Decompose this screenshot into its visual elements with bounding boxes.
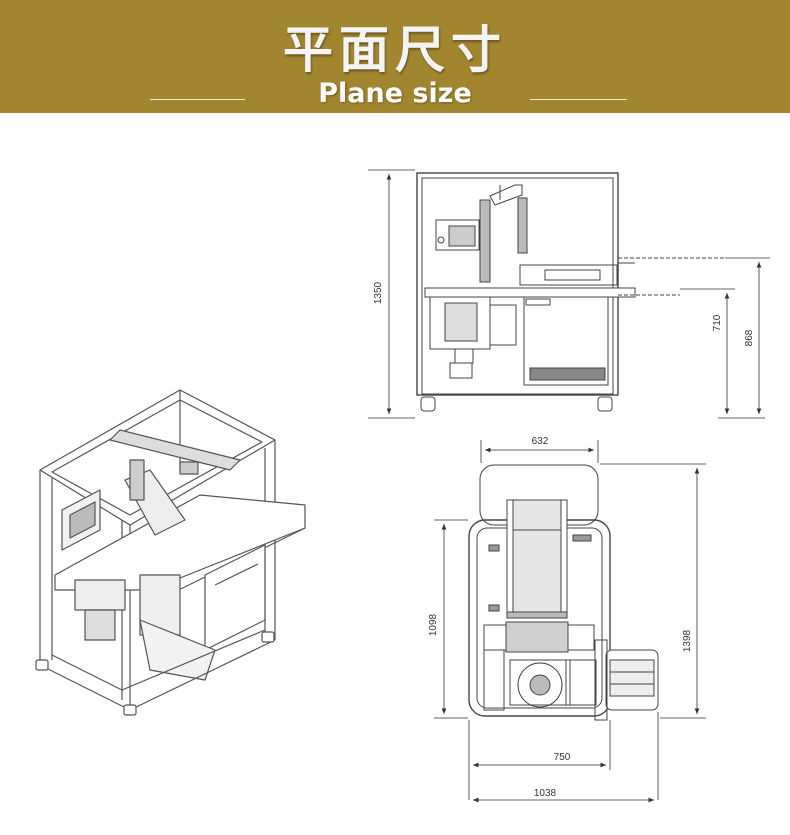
dim-top-frame-width: 750 <box>554 752 571 763</box>
front-view <box>416 172 725 412</box>
dim-top-total-depth: 1398 <box>682 629 693 652</box>
left-deco-line <box>150 99 245 100</box>
dim-front-height: 1350 <box>373 281 384 304</box>
dim-top-depth-frame: 1098 <box>428 613 439 636</box>
technical-drawing: 1350 710 868 <box>35 169 770 803</box>
page-title: 平面尺寸 <box>283 21 507 79</box>
right-deco-line <box>530 99 627 100</box>
top-view-dimensions <box>434 440 706 803</box>
front-view-dimensions <box>368 169 770 419</box>
dim-top-depth: 632 <box>532 436 549 447</box>
top-view <box>468 464 659 721</box>
dim-outfeed-height: 868 <box>744 329 755 346</box>
dim-table-height: 710 <box>712 314 723 331</box>
dim-top-total-width: 1038 <box>534 788 557 799</box>
isometric-view <box>35 389 306 716</box>
title-banner: 平面尺寸 Plane size <box>0 0 790 113</box>
page-subtitle: Plane size <box>318 78 472 109</box>
